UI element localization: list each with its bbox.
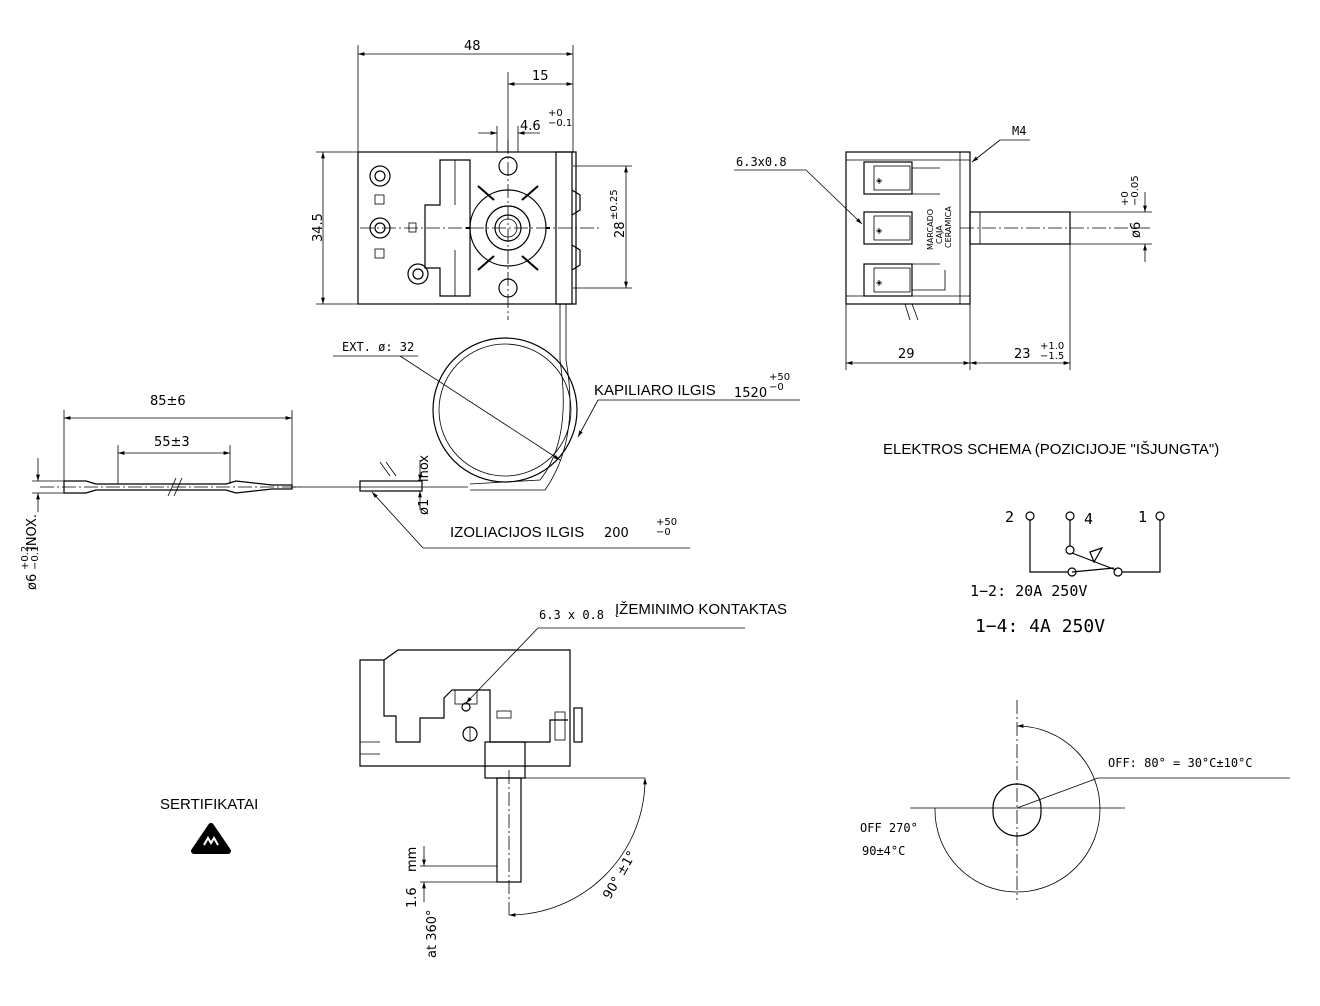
rating-1-2: 1−2: 20A 250V [970,582,1087,600]
insulation-tol-upper: +50 [656,517,677,528]
bulb-view: 85±6 55±3 ø6 +0.2 −0.1 INOX. [20,394,300,590]
dim-width: 48 [464,39,481,54]
ext-diameter-label: EXT. ø: 32 [342,340,414,354]
side-terminal-label: 6.3x0.8 [736,155,787,169]
terminal-1-icon [1155,511,1165,521]
thread-label: M4 [1012,124,1026,138]
schematic-title: ELEKTROS SCHEMA (POZICIJOJE "IŠJUNGTA") [883,441,1219,458]
capillary-label: KAPILIARO ILGIS [594,382,716,399]
dim-holes: 28 [613,221,628,238]
ground-view: 6.3 x 0.8 ĮŽEMINIMO KONTAKTAS 1.6 mm at … [359,601,787,958]
off-270-label: OFF 270° [860,821,918,835]
rotation-diagram: OFF: 80° = 30°C±10°C OFF 270° 90±4°C [860,700,1290,900]
ground-contact-label: ĮŽEMINIMO KONTAKTAS [615,601,787,618]
dim-offset: 15 [532,69,549,84]
body-marking-1: MARCADO [926,209,935,250]
certificates-label: SERTIFIKATAI [160,796,258,813]
dim-slot: 4.6 [520,119,541,134]
dim-slot-tol-upper: +0 [548,108,563,119]
dim-shaft-dia: ø6 [1129,222,1144,238]
body-marking-2: CAJA [935,225,944,244]
body-marking-3: CERAMICA [944,206,953,248]
off-angle-label: OFF: 80° = 30°C±10°C [1108,756,1253,770]
certification-mark-icon [191,823,231,854]
rating-1-4: 1−4: 4A 250V [975,616,1105,637]
terminal-2-label: 2 [1005,508,1014,526]
bulb-diameter: ø6 [25,574,40,590]
certificates: SERTIFIKATAI [160,796,258,854]
dim-slot-tol-lower: −0.1 [548,118,572,129]
bulb-diameter-tol-upper: +0.2 [20,546,31,570]
terminal-1-label: 1 [1138,508,1147,526]
top-view: 48 15 4.6 +0 −0.1 34.5 28 ±0.25 [311,39,632,320]
dim-shaft: 23 [1014,347,1031,362]
capillary-dia: ø1 [417,499,432,515]
dim-shaft-tol-upper: +1.0 [1040,341,1064,352]
terminal-2-icon [1025,511,1035,521]
dim-bulb-length: 55±3 [154,435,190,450]
capillary-coil: EXT. ø: 32 KAPILIARO ILGIS 1520 +50 −0 i… [292,304,800,549]
bulb-material: INOX. [25,514,40,550]
dim-shaft-dia-tol-lower: −0.05 [1130,175,1141,206]
dim-height: 34.5 [311,213,326,242]
svg-text:◈: ◈ [876,176,883,185]
dim-body: 29 [898,347,915,362]
insulation-label: IZOLIACIJOS ILGIS [450,524,584,541]
dim-holes-tol: ±0.25 [609,189,620,220]
insulation-value: 200 [604,526,629,541]
capillary-tol-lower: −0 [769,382,784,393]
terminal-4-icon [1065,511,1075,521]
terminal-4-label: 4 [1084,510,1093,528]
ground-terminal-label: 6.3 x 0.8 [539,608,604,622]
dim-bulb-total: 85±6 [150,394,186,409]
insulation-tol-lower: −0 [656,527,671,538]
dim-flat: 1.6 [405,887,420,908]
bulb-diameter-tol-lower: −0.1 [30,546,41,570]
svg-text:◈: ◈ [876,278,883,287]
svg-text:◈: ◈ [876,226,883,235]
capillary-value: 1520 [734,386,767,401]
schematic: ELEKTROS SCHEMA (POZICIJOJE "IŠJUNGTA") … [883,441,1219,637]
capillary-material: inox [417,455,432,482]
dim-shaft-tol-lower: −1.5 [1040,351,1064,362]
capillary-tol-upper: +50 [769,372,790,383]
flat-unit: mm [405,847,420,872]
dim-shaft-dia-tol-upper: +0 [1120,191,1131,206]
side-view: ◈ ◈ ◈ MARCADO CAJA CERAMICA 6.3x0.8 M4 2… [734,124,1152,370]
flat-at: at 360° [425,909,440,958]
temp-label: 90±4°C [862,844,905,858]
